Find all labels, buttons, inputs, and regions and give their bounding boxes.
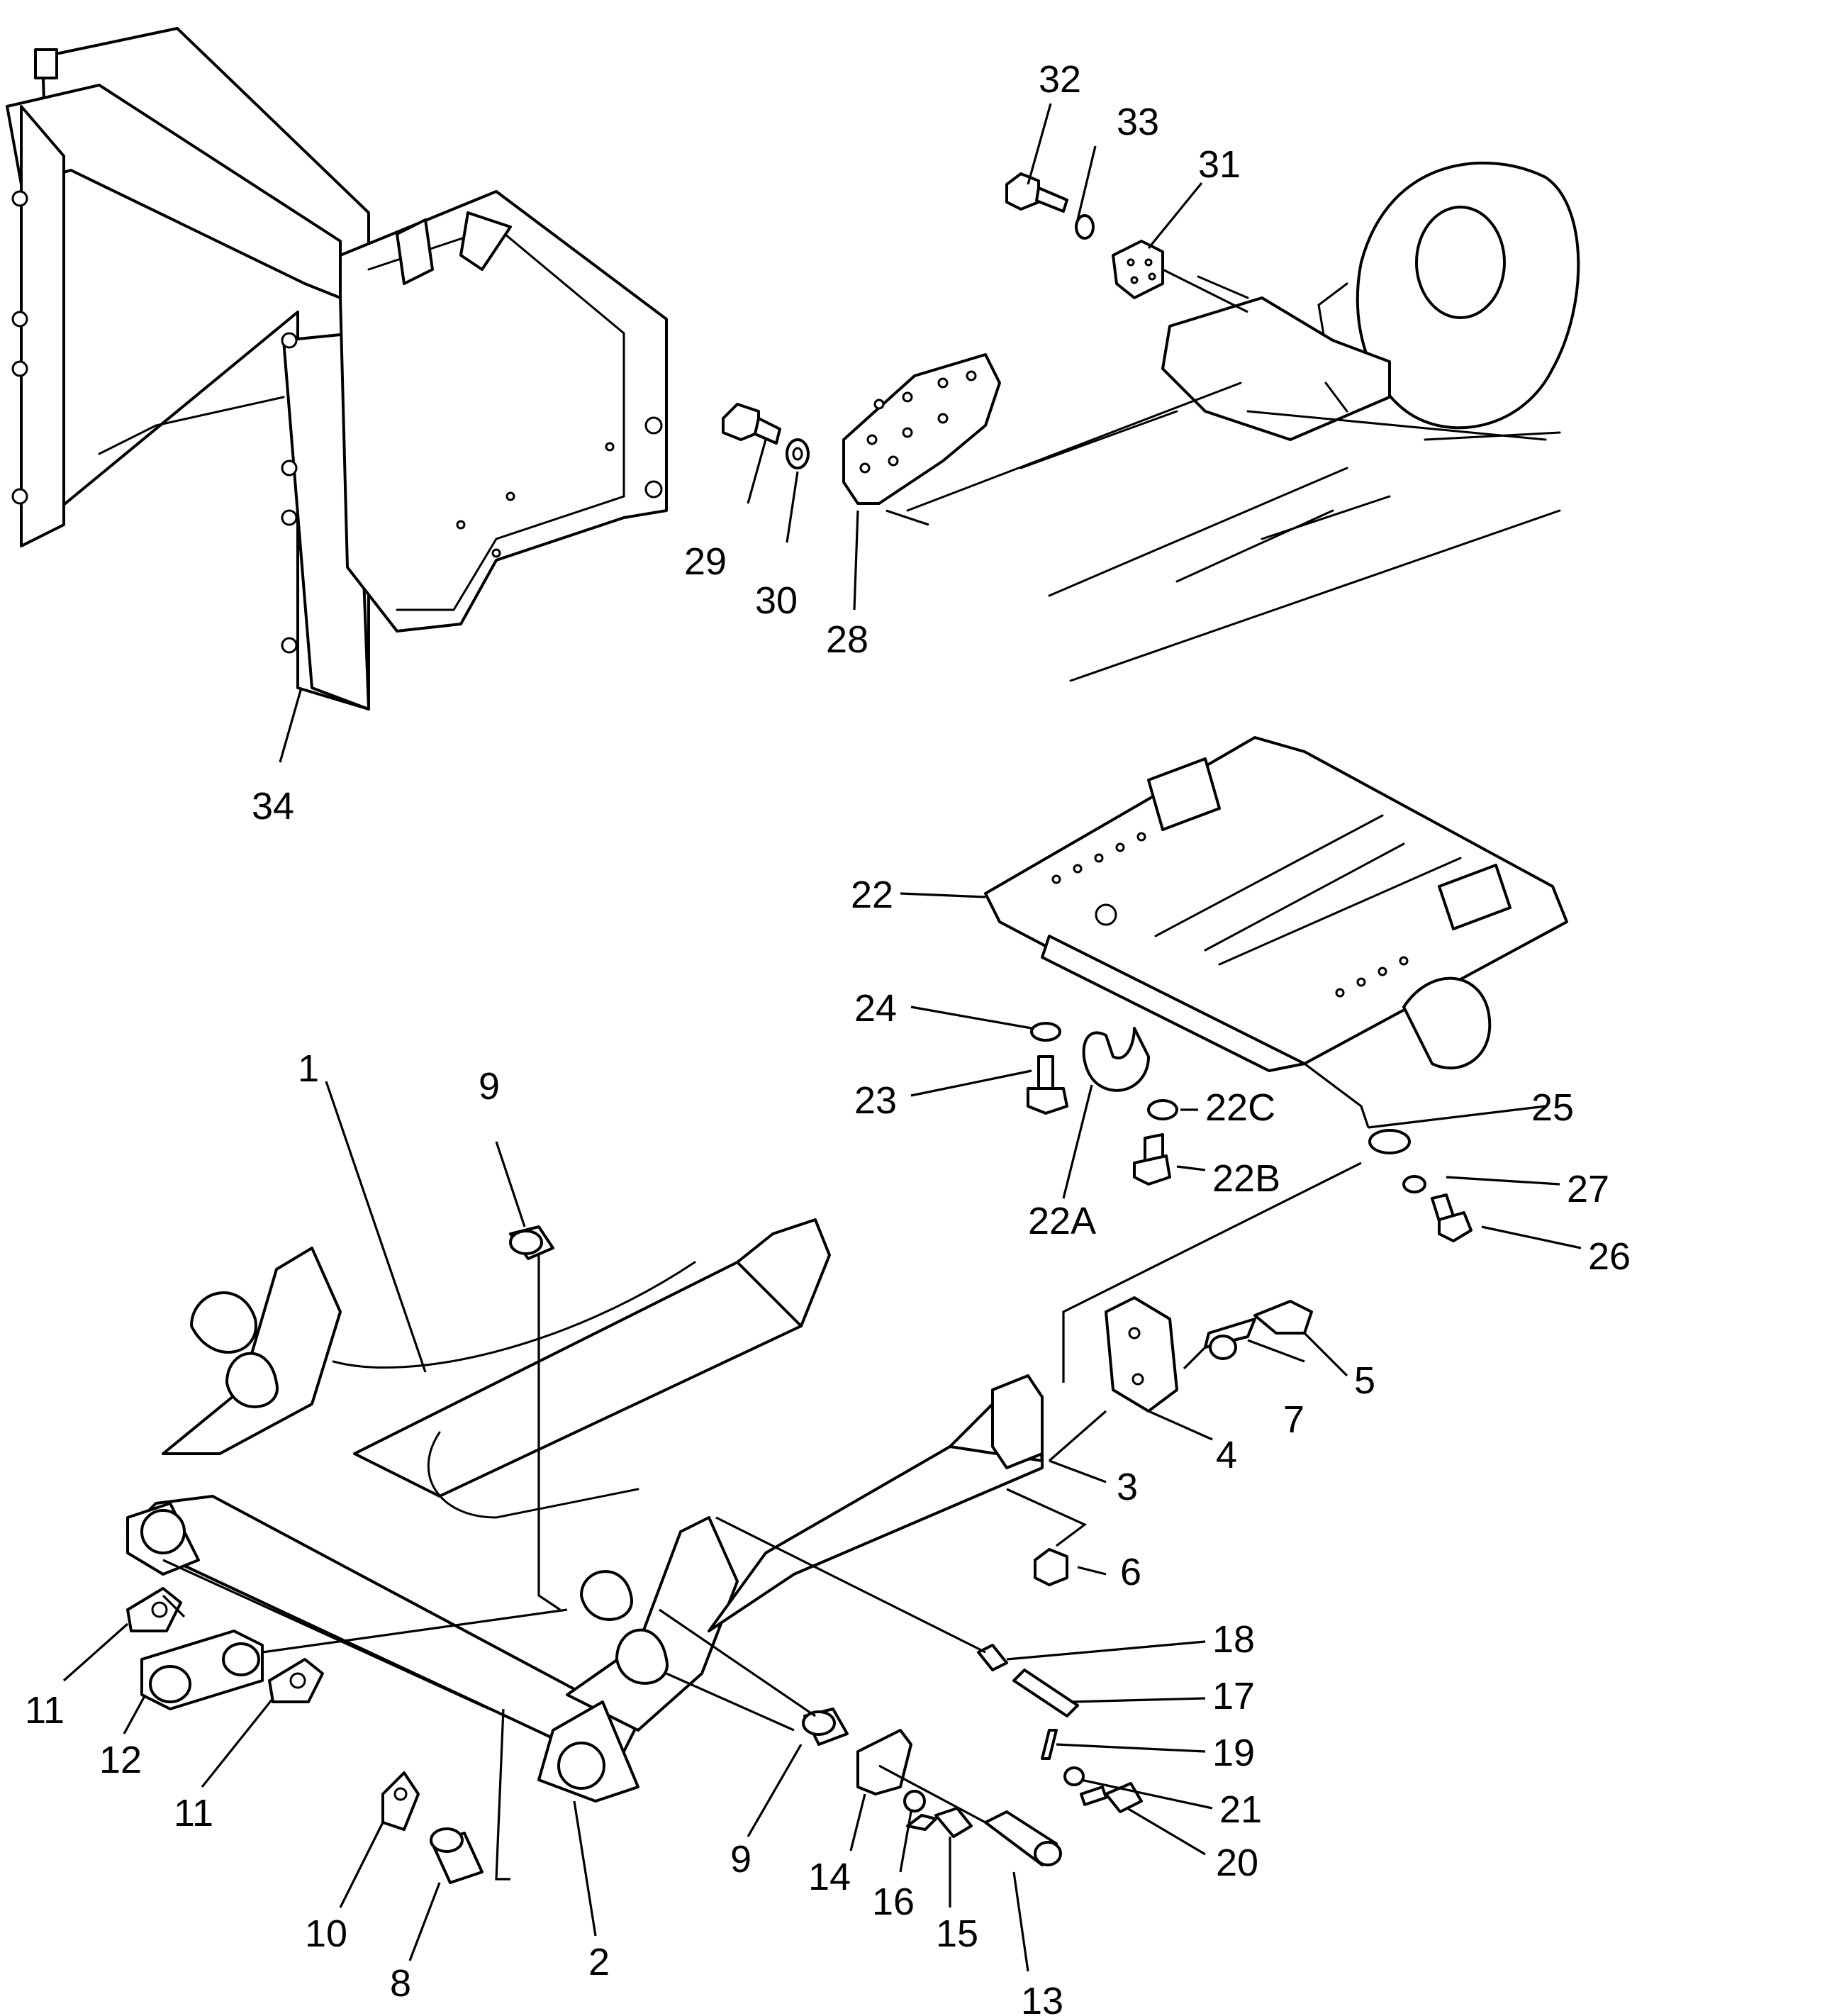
callout-7: 7 [1283, 1398, 1304, 1441]
callout-1: 1 [298, 1047, 319, 1090]
leader-lines [62, 103, 1582, 1972]
callout-20: 20 [1216, 1842, 1258, 1884]
pin-part-17 [1012, 1669, 1079, 1717]
washer-part-30 [786, 438, 810, 469]
cap-part-4 [1105, 1296, 1178, 1413]
radiator-guard-part-34 [6, 27, 668, 711]
callout-19: 19 [1212, 1732, 1255, 1774]
grease-fitting-part-18 [977, 1644, 1008, 1671]
callout-30: 30 [755, 579, 798, 622]
callout-28: 28 [826, 618, 868, 661]
callout-3: 3 [1117, 1466, 1138, 1508]
bolt-part-20 [1080, 1782, 1143, 1813]
callout-22C: 22C [1205, 1086, 1275, 1129]
callout-34: 34 [252, 785, 294, 828]
callout-21: 21 [1219, 1788, 1262, 1831]
bolt-part-22B [1133, 1133, 1171, 1186]
washer-part-21 [1063, 1766, 1085, 1786]
washer-part-22C [1147, 1099, 1178, 1120]
callout-26: 26 [1588, 1235, 1631, 1278]
bolt-part-23 [1027, 1055, 1068, 1115]
plate-part-11-right [268, 1658, 324, 1703]
callout-8: 8 [390, 1962, 411, 2005]
bushing-part-8 [430, 1827, 484, 1884]
callout-32: 32 [1039, 58, 1081, 101]
bolt-part-15 [906, 1807, 973, 1838]
plate-part-31 [1112, 240, 1164, 299]
callout-16: 16 [872, 1881, 915, 1923]
callout-18: 18 [1212, 1618, 1255, 1661]
pin-part-13 [984, 1810, 1062, 1866]
cover-plate-part-28 [842, 353, 1001, 505]
callout-17: 17 [1212, 1675, 1255, 1717]
callout-2: 2 [588, 1941, 610, 1983]
plate-part-11-left [126, 1587, 182, 1632]
callout-33: 33 [1117, 101, 1159, 143]
bolt-part-29 [722, 403, 781, 445]
nut-part-6 [1034, 1548, 1068, 1586]
plate-part-25 [1368, 1129, 1411, 1154]
callout-12: 12 [99, 1739, 142, 1781]
callout-11-left: 11 [25, 1689, 65, 1732]
bushing-part-9-lower [802, 1708, 849, 1746]
callout-15: 15 [936, 1912, 978, 1955]
final-drive-assembly [906, 161, 1580, 682]
callout-9-lower: 9 [730, 1838, 751, 1881]
plate-part-10 [381, 1771, 420, 1831]
callout-10: 10 [305, 1912, 347, 1955]
callout-25: 25 [1531, 1086, 1574, 1129]
callout-4: 4 [1216, 1434, 1237, 1476]
callout-27: 27 [1567, 1168, 1609, 1210]
callout-22: 22 [851, 874, 893, 916]
washer-part-16 [903, 1790, 926, 1812]
callout-14: 14 [808, 1856, 851, 1898]
link-part-12 [140, 1630, 264, 1710]
washer-part-27 [1402, 1175, 1426, 1193]
bushing-part-9-upper [509, 1225, 554, 1260]
callout-6: 6 [1120, 1551, 1141, 1593]
main-frame-part-1 [126, 1218, 1044, 1803]
cotter-pin-part-19 [1041, 1729, 1058, 1760]
callout-13: 13 [1021, 1980, 1063, 2016]
callout-24: 24 [854, 987, 897, 1030]
bolt-part-32 [1005, 172, 1068, 213]
drawbar-frame-part-22 [984, 736, 1568, 1072]
callout-31: 31 [1198, 143, 1241, 186]
callout-29: 29 [684, 540, 727, 583]
washer-part-24 [1030, 1022, 1061, 1042]
bracket-part-3 [991, 1374, 1044, 1469]
callout-labels: 1 2 3 4 5 6 7 8 9 9 10 11 11 12 13 14 15… [25, 58, 1631, 2016]
plate-part-14 [856, 1729, 912, 1795]
hook-part-22A [1082, 1027, 1150, 1092]
washer-part-33 [1075, 214, 1095, 240]
bolt-part-26 [1431, 1193, 1473, 1242]
callout-5: 5 [1354, 1359, 1375, 1402]
callout-11-right: 11 [174, 1792, 213, 1834]
callout-9-upper: 9 [479, 1065, 500, 1108]
callout-22B: 22B [1212, 1157, 1280, 1200]
washer-part-7 [1209, 1335, 1237, 1360]
callout-23: 23 [854, 1079, 897, 1122]
callout-22A: 22A [1028, 1200, 1096, 1242]
